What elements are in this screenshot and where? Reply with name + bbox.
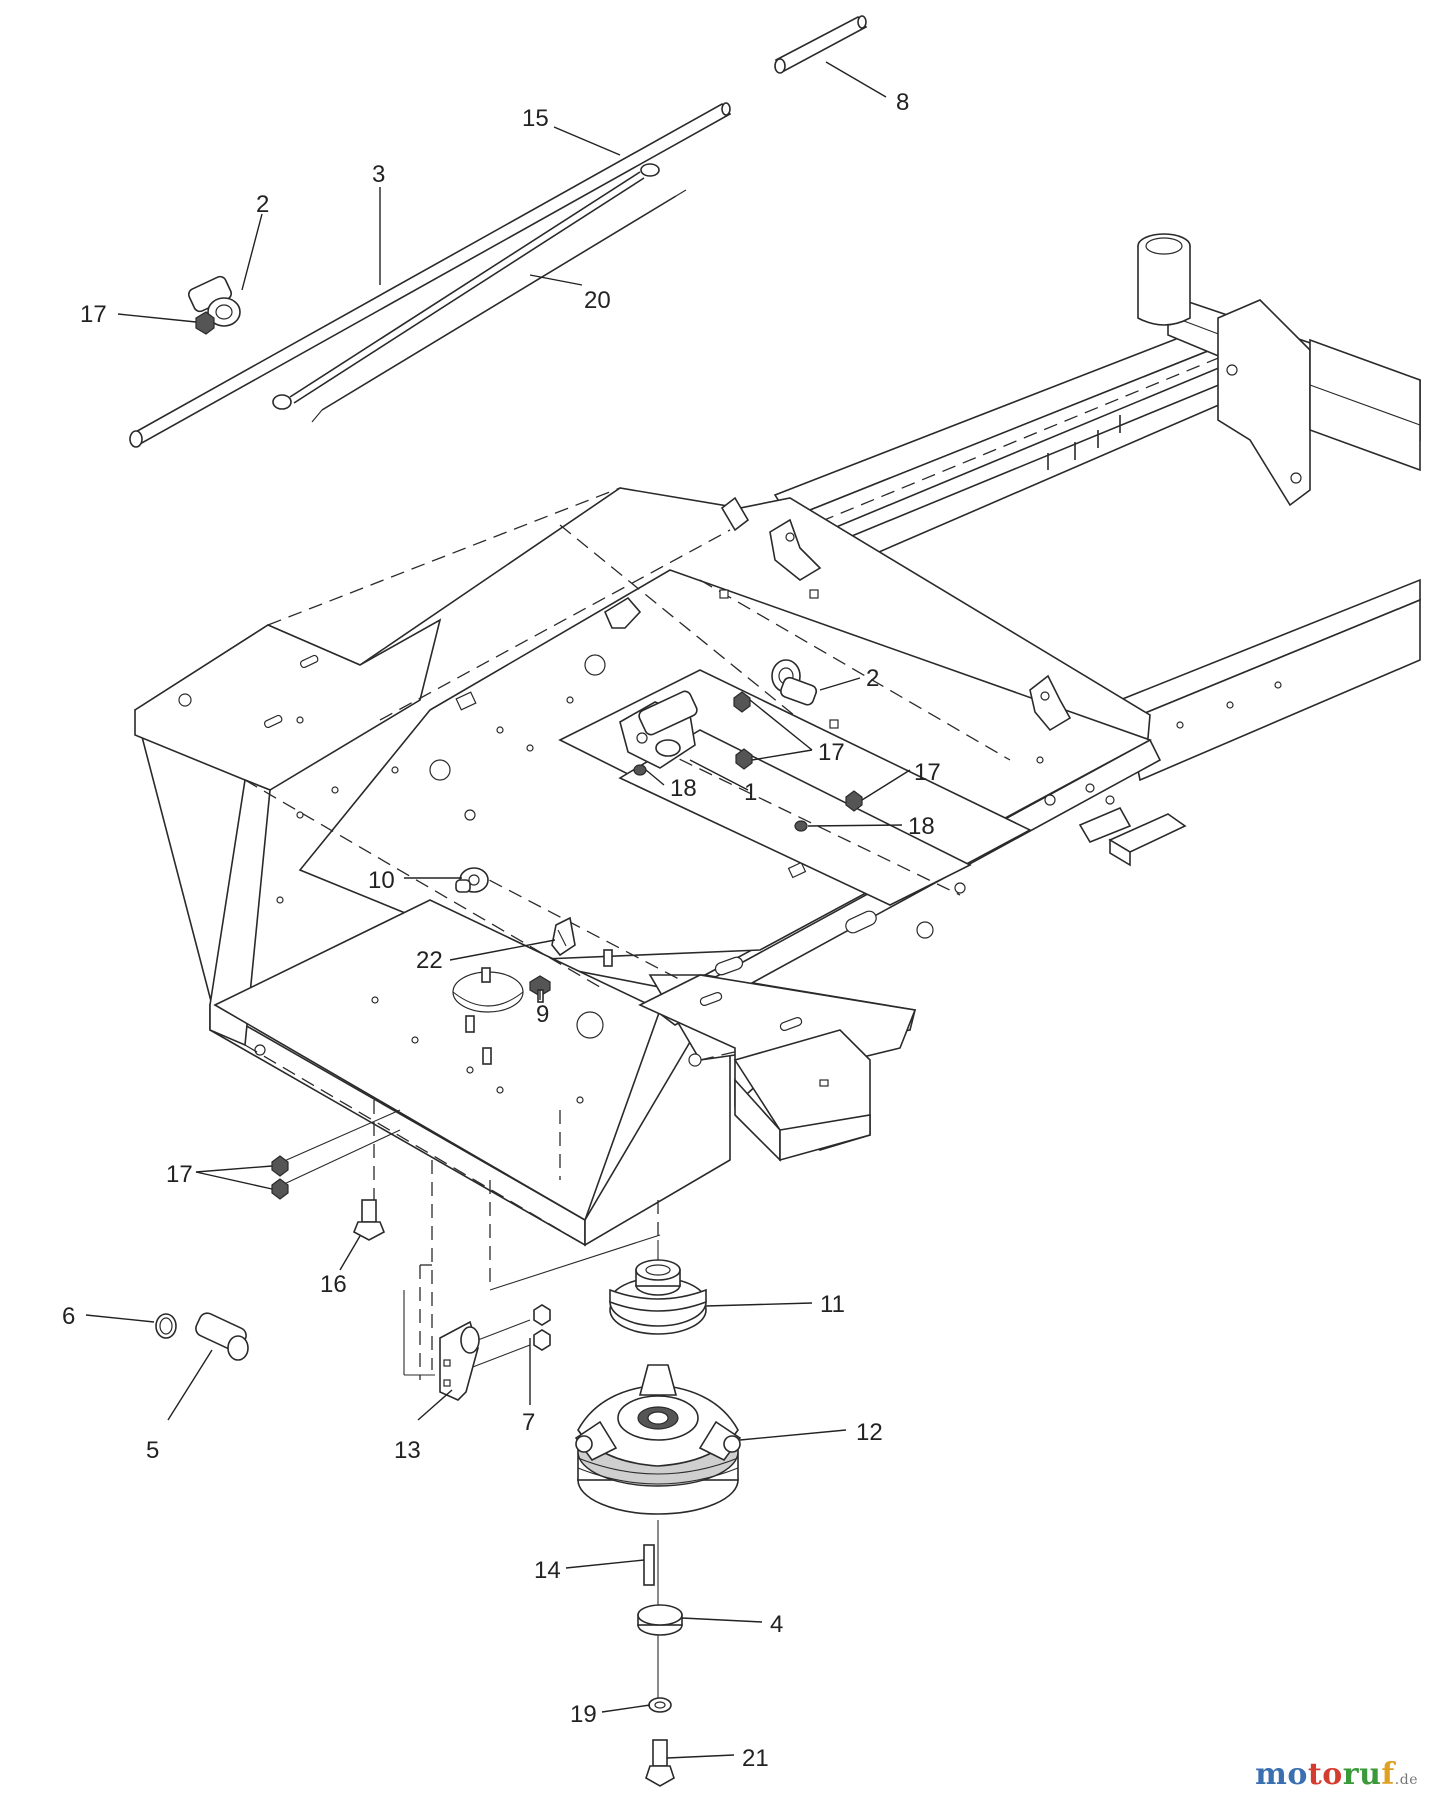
part-15-rod	[129, 102, 732, 448]
chassis-deck	[134, 487, 1162, 1247]
callout-17: 17	[818, 739, 845, 766]
watermark-brand: motoruf	[1255, 1757, 1395, 1792]
callout-8: 8	[896, 89, 909, 116]
part-22-clip	[551, 916, 576, 957]
part-10-fitting	[455, 867, 489, 893]
callout-17: 17	[80, 301, 107, 328]
callout-13: 13	[394, 1437, 421, 1464]
part-13-bracket	[439, 1320, 480, 1401]
part-17-nuts-lower	[271, 1155, 289, 1200]
part-16-stud	[352, 1199, 386, 1241]
callout-15: 15	[522, 105, 549, 132]
part-4-washer	[637, 1604, 683, 1636]
part-20-wire	[311, 189, 687, 423]
callout-22: 22	[416, 947, 443, 974]
part-5-switch	[195, 1312, 249, 1361]
part-6-oring	[155, 1313, 177, 1339]
watermark-suffix: .de	[1394, 1772, 1418, 1788]
callout-11: 11	[820, 1291, 845, 1318]
callout-4: 4	[770, 1611, 783, 1638]
part-7-bolts	[533, 1304, 551, 1351]
callout-16: 16	[320, 1271, 347, 1298]
part-11-pulley	[609, 1259, 707, 1335]
frame-rails	[773, 233, 1421, 867]
callout-14: 14	[534, 1557, 561, 1584]
leader-lines	[85, 61, 911, 1759]
callout-2: 2	[866, 665, 879, 692]
part-2-fitting-top	[187, 275, 241, 327]
part-2-fitting-deck	[771, 659, 818, 706]
callout-19: 19	[570, 1701, 597, 1728]
callout-18: 18	[908, 813, 935, 840]
part-12-clutch	[574, 1364, 742, 1515]
part-17-nuts-deck	[733, 691, 863, 812]
callout-5: 5	[146, 1437, 159, 1464]
callout-7: 7	[522, 1409, 535, 1436]
callout-1: 1	[744, 779, 757, 806]
callout-17: 17	[166, 1161, 193, 1188]
callout-6: 6	[62, 1303, 75, 1330]
part-19-washer	[648, 1697, 672, 1713]
watermark-logo: motoruf.de	[1255, 1757, 1418, 1792]
callout-10: 10	[368, 867, 395, 894]
part-14-key	[643, 1544, 655, 1586]
part-21-bolt	[645, 1739, 675, 1787]
callout-20: 20	[584, 287, 611, 314]
callout-18: 18	[670, 775, 697, 802]
callout-2: 2	[256, 191, 269, 218]
callout-9: 9	[536, 1001, 549, 1028]
part-1-switch	[619, 690, 698, 769]
callout-12: 12	[856, 1419, 883, 1446]
part-8-tube	[774, 15, 868, 74]
callout-17: 17	[914, 759, 941, 786]
part-3-cable	[272, 163, 660, 410]
callout-21: 21	[742, 1745, 769, 1772]
part-17-nut-top	[195, 311, 215, 335]
callout-3: 3	[372, 161, 385, 188]
callout-labels: 8 15 3 2 17 20 2 17 1 18 17 18 10 22 9 1…	[62, 89, 941, 1772]
